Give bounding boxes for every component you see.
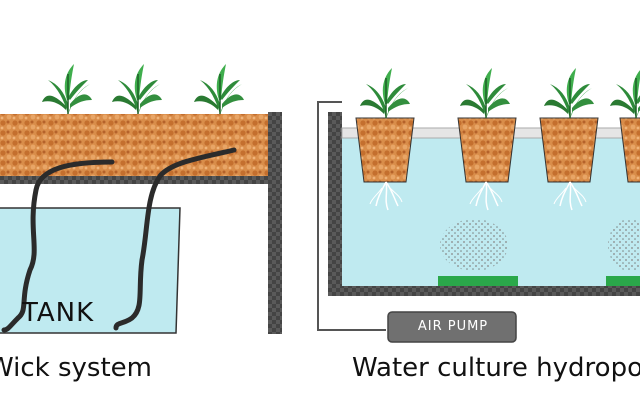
water-culture-caption: Water culture hydroponics	[352, 353, 640, 383]
plant-icon	[543, 67, 595, 119]
wick-system-panel	[0, 63, 282, 334]
grow-medium-tray	[0, 114, 272, 178]
air-bubbles-icon	[440, 219, 508, 271]
plant-icon	[359, 67, 411, 119]
air-stone	[606, 276, 640, 286]
wick-icon	[1, 159, 115, 333]
reservoir-bottom	[328, 286, 640, 296]
net-pot	[457, 117, 517, 183]
plant-icon	[459, 67, 511, 119]
water-culture-panel	[317, 67, 640, 343]
net-pot	[619, 117, 640, 183]
tank-water	[0, 207, 181, 334]
wick-system-caption: Wick system	[0, 353, 152, 383]
net-pot	[355, 117, 415, 183]
plant-icon	[609, 67, 640, 119]
air-bubbles-icon	[608, 219, 640, 271]
net-pot	[539, 117, 599, 183]
plant-icon	[41, 63, 93, 115]
plant-icon	[193, 63, 245, 115]
air-tube	[317, 101, 386, 331]
tray-shelf	[0, 176, 272, 184]
tank-label: TANK	[22, 298, 95, 328]
reservoir-wall	[328, 112, 342, 296]
stand-leg	[268, 112, 282, 334]
air-pump-box	[387, 311, 517, 343]
air-stone	[438, 276, 518, 286]
plant-icon	[111, 63, 163, 115]
wick-icon	[113, 147, 237, 331]
air-pump-label: AIR PUMP	[417, 319, 489, 334]
